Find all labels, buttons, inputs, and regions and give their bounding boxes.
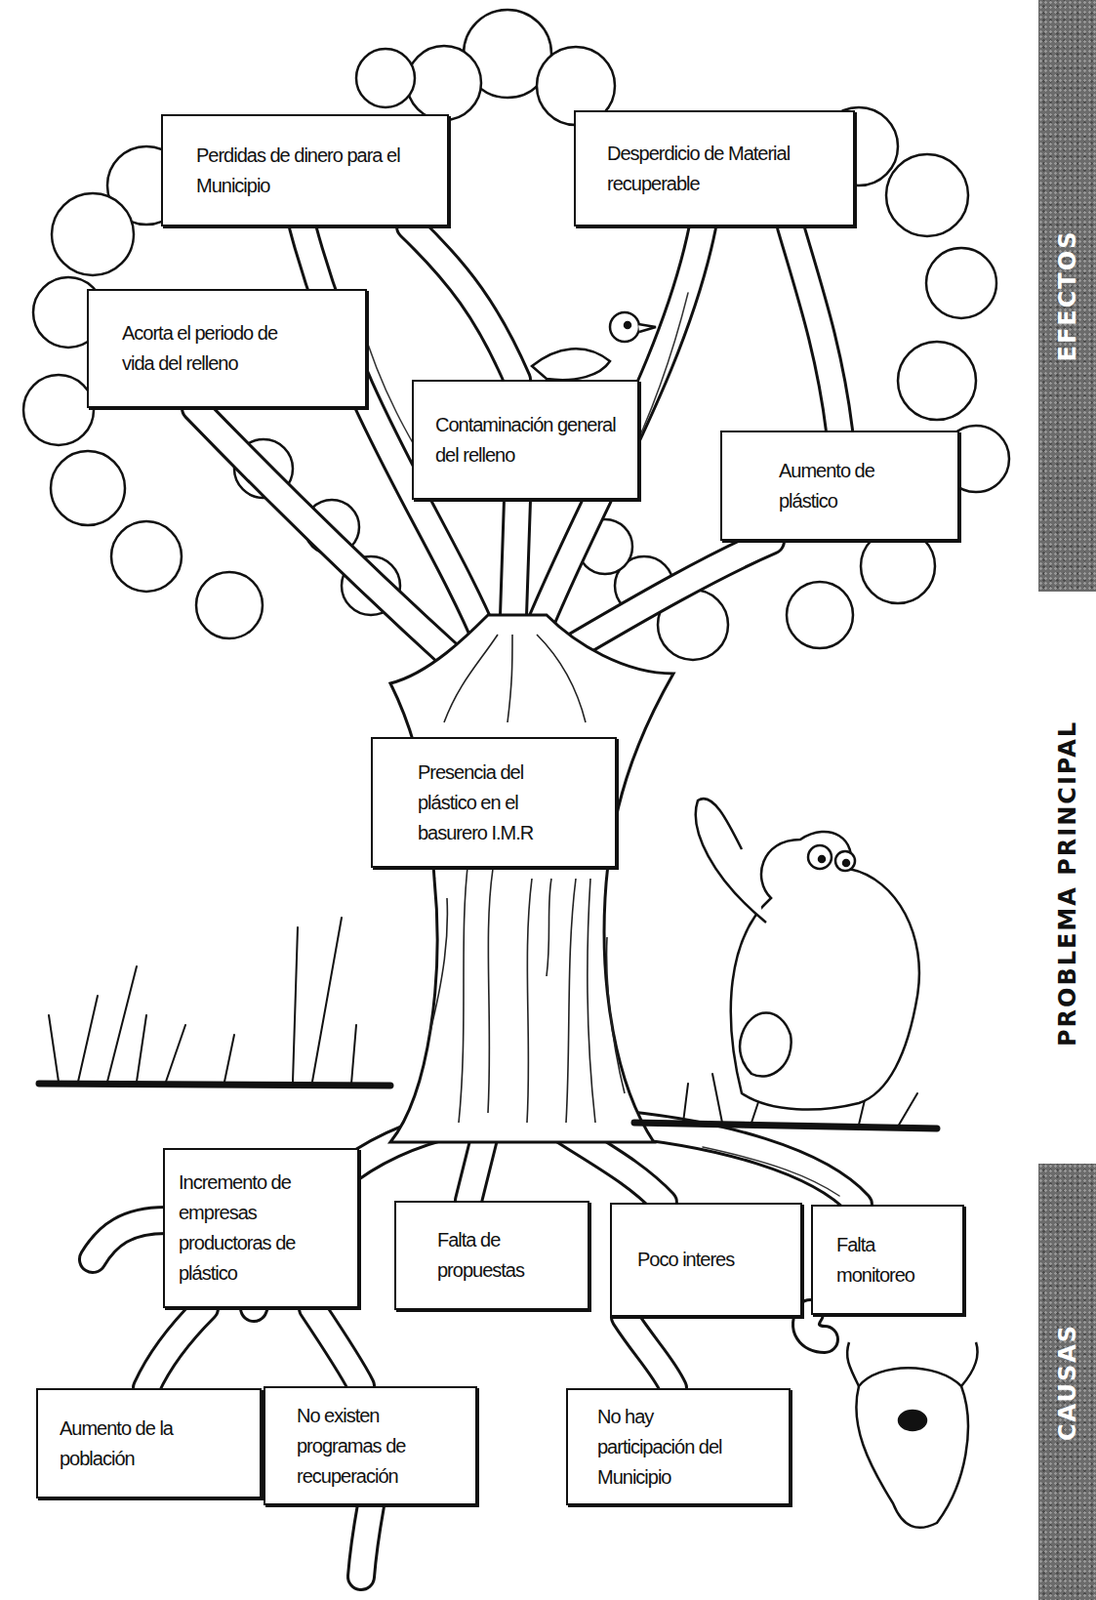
- problem-box: Aumento de plástico: [720, 430, 960, 541]
- problem-box: Presencia del plástico en el basurero I.…: [370, 736, 617, 868]
- problem-box: Acorta el periodo de vida del relleno: [86, 288, 367, 408]
- section-title: PROBLEMA PRINCIPAL: [1054, 719, 1082, 1046]
- box-text: Aumento de la población: [59, 1413, 206, 1474]
- problem-box: Incremento de empresas productoras de pl…: [162, 1147, 360, 1308]
- problem-box: Contaminación general del relleno: [411, 379, 640, 500]
- problem-box: No existen programas de recuperación: [263, 1385, 478, 1505]
- box-text: Perdidas de dinero para el Municipio: [196, 140, 423, 202]
- foliage: [23, 9, 1010, 660]
- creature: [695, 798, 920, 1110]
- problem-box: Aumento de la población: [36, 1387, 262, 1499]
- box-text: Acorta el periodo de vida del relleno: [121, 318, 308, 379]
- problem-box: Poco interes: [609, 1202, 803, 1317]
- box-text: No hay participación del Municipio: [597, 1401, 744, 1493]
- box-text: Desperdicio de Material recuperable: [607, 138, 838, 200]
- box-text: Aumento de plástico: [778, 455, 896, 517]
- problem-box: Falta de propuestas: [394, 1200, 590, 1310]
- box-text: Falta monitoreo: [836, 1229, 934, 1291]
- box-text: Incremento de empresas productoras de pl…: [178, 1167, 335, 1289]
- skull: [847, 1341, 978, 1528]
- section-title: EFECTOS: [1054, 230, 1082, 363]
- bird: [531, 312, 656, 380]
- box-text: Contaminación general del relleno: [435, 409, 616, 471]
- section-band: CAUSAS: [1038, 1163, 1096, 1600]
- problem-box: Desperdicio de Material recuperable: [573, 110, 855, 227]
- section-title: CAUSAS: [1054, 1322, 1082, 1440]
- branches: [92, 226, 859, 1577]
- problem-box: No hay participación del Municipio: [566, 1387, 791, 1505]
- problem-box: Perdidas de dinero para el Municipio: [161, 114, 449, 227]
- section-label-wrap: PROBLEMA PRINCIPAL: [1038, 652, 1096, 1113]
- trunk: [390, 614, 674, 1142]
- section-band: EFECTOS: [1038, 0, 1096, 592]
- problem-box: Falta monitoreo: [811, 1204, 965, 1315]
- box-text: Poco interes: [637, 1244, 734, 1275]
- box-text: Falta de propuestas: [437, 1224, 555, 1286]
- box-text: Presencia del plástico en el basurero I.…: [417, 757, 569, 849]
- box-text: No existen programas de recuperación: [296, 1400, 444, 1492]
